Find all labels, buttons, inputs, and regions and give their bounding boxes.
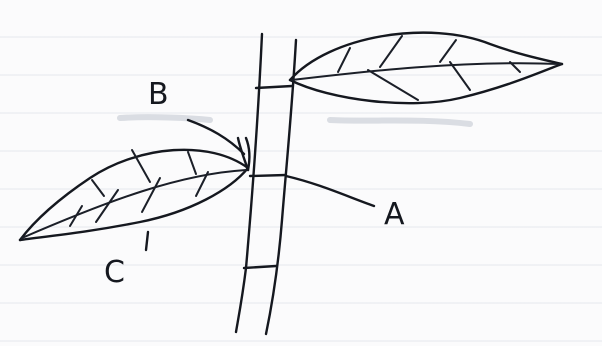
pointer-lines xyxy=(146,120,374,250)
paper-marks xyxy=(120,117,470,124)
stem xyxy=(236,34,296,334)
label-b: B xyxy=(148,77,169,112)
upper-leaf xyxy=(290,33,562,104)
label-c: C xyxy=(104,255,125,290)
label-a: A xyxy=(384,197,405,232)
lower-leaf xyxy=(20,150,248,240)
